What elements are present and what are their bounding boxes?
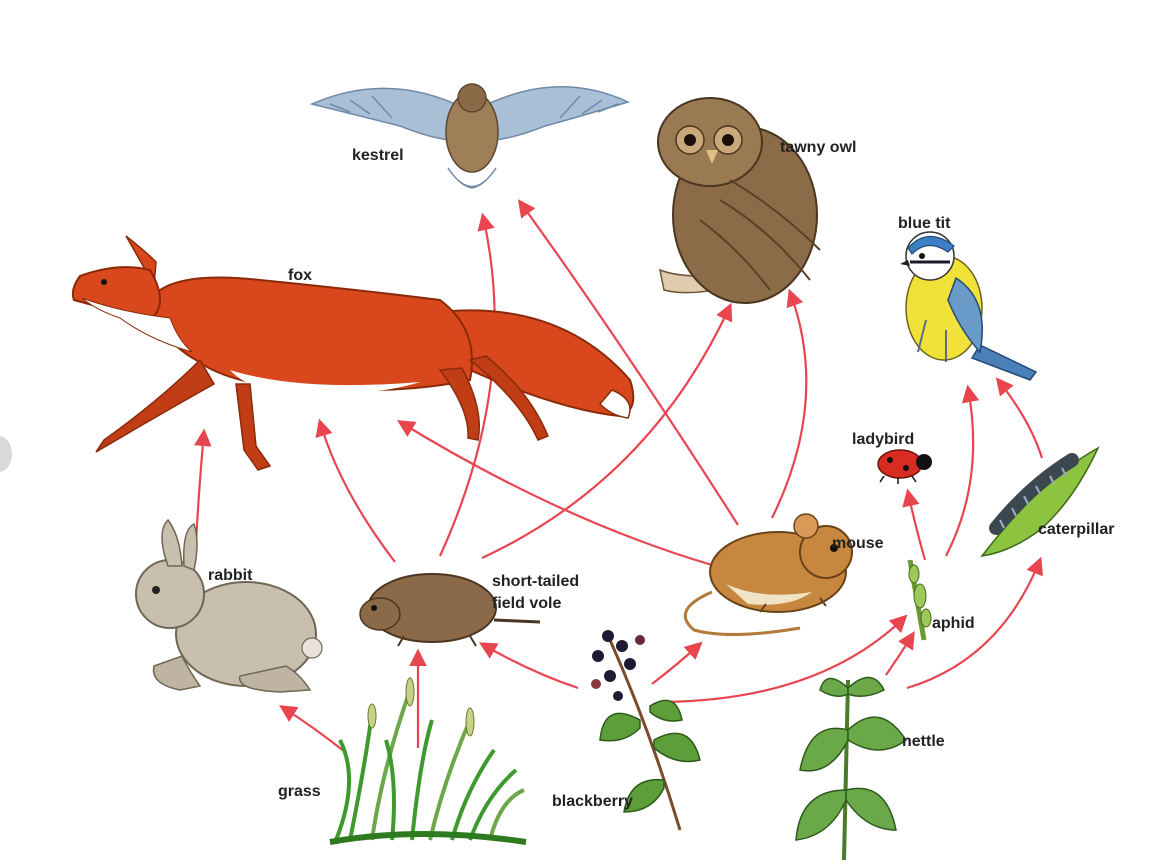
arrow-vole-to-fox <box>315 418 396 563</box>
label-nettle: nettle <box>902 733 945 750</box>
arrow-blackberry-to-mouse <box>651 641 703 685</box>
arrow-mouse-to-fox <box>396 420 713 567</box>
label-grass: grass <box>278 783 321 800</box>
arrow-vole-to-kestrel <box>438 212 496 557</box>
tawny-owl-illustration <box>657 97 821 304</box>
ladybird-illustration <box>877 449 932 484</box>
aphid-illustration <box>907 559 932 641</box>
blue-tit-illustration <box>900 231 1038 381</box>
nettle-illustration <box>795 676 908 861</box>
arrow-vole-to-owl <box>481 302 733 559</box>
caterpillar-illustration <box>980 446 1100 558</box>
grass-illustration <box>329 677 527 845</box>
arrow-aphid-to-bluetit <box>945 384 980 557</box>
arrow-caterpillar-to-bluetit <box>995 377 1044 459</box>
arrow-blackberry-to-aphid <box>663 614 908 704</box>
label-blackberry: blackberry <box>552 793 633 810</box>
blackberry-illustration <box>591 630 701 831</box>
label-aphid: aphid <box>932 615 975 632</box>
fox-illustration <box>71 235 635 471</box>
label-vole-line2: field vole <box>492 595 561 612</box>
arrow-mouse-to-kestrel <box>517 199 739 526</box>
arrow-mouse-to-owl <box>771 288 808 519</box>
label-vole-line1: short-tailed <box>492 573 579 590</box>
arrow-grass-to-rabbit <box>279 705 346 753</box>
arrow-rabbit-to-fox <box>193 428 212 546</box>
mouse-illustration <box>683 513 853 637</box>
arrow-blackberry-to-vole <box>478 642 579 690</box>
label-blue-tit: blue tit <box>898 215 951 232</box>
arrow-nettle-to-caterpillar <box>906 556 1043 690</box>
kestrel-illustration <box>309 83 631 189</box>
label-caterpillar: caterpillar <box>1038 521 1114 538</box>
organism-labels: kestrel tawny owl blue tit fox ladybird … <box>208 139 1114 810</box>
vole-illustration <box>359 573 541 647</box>
label-ladybird: ladybird <box>852 431 914 448</box>
arrow-nettle-to-aphid <box>885 631 915 676</box>
label-kestrel: kestrel <box>352 147 404 164</box>
arrow-aphid-to-ladybird <box>902 488 927 561</box>
label-tawny-owl: tawny owl <box>780 139 856 156</box>
rabbit-illustration <box>135 518 323 693</box>
label-mouse: mouse <box>832 535 884 552</box>
label-fox: fox <box>288 267 312 284</box>
edge-handle <box>0 436 12 472</box>
feeding-arrows <box>193 199 1044 753</box>
label-rabbit: rabbit <box>208 567 253 584</box>
